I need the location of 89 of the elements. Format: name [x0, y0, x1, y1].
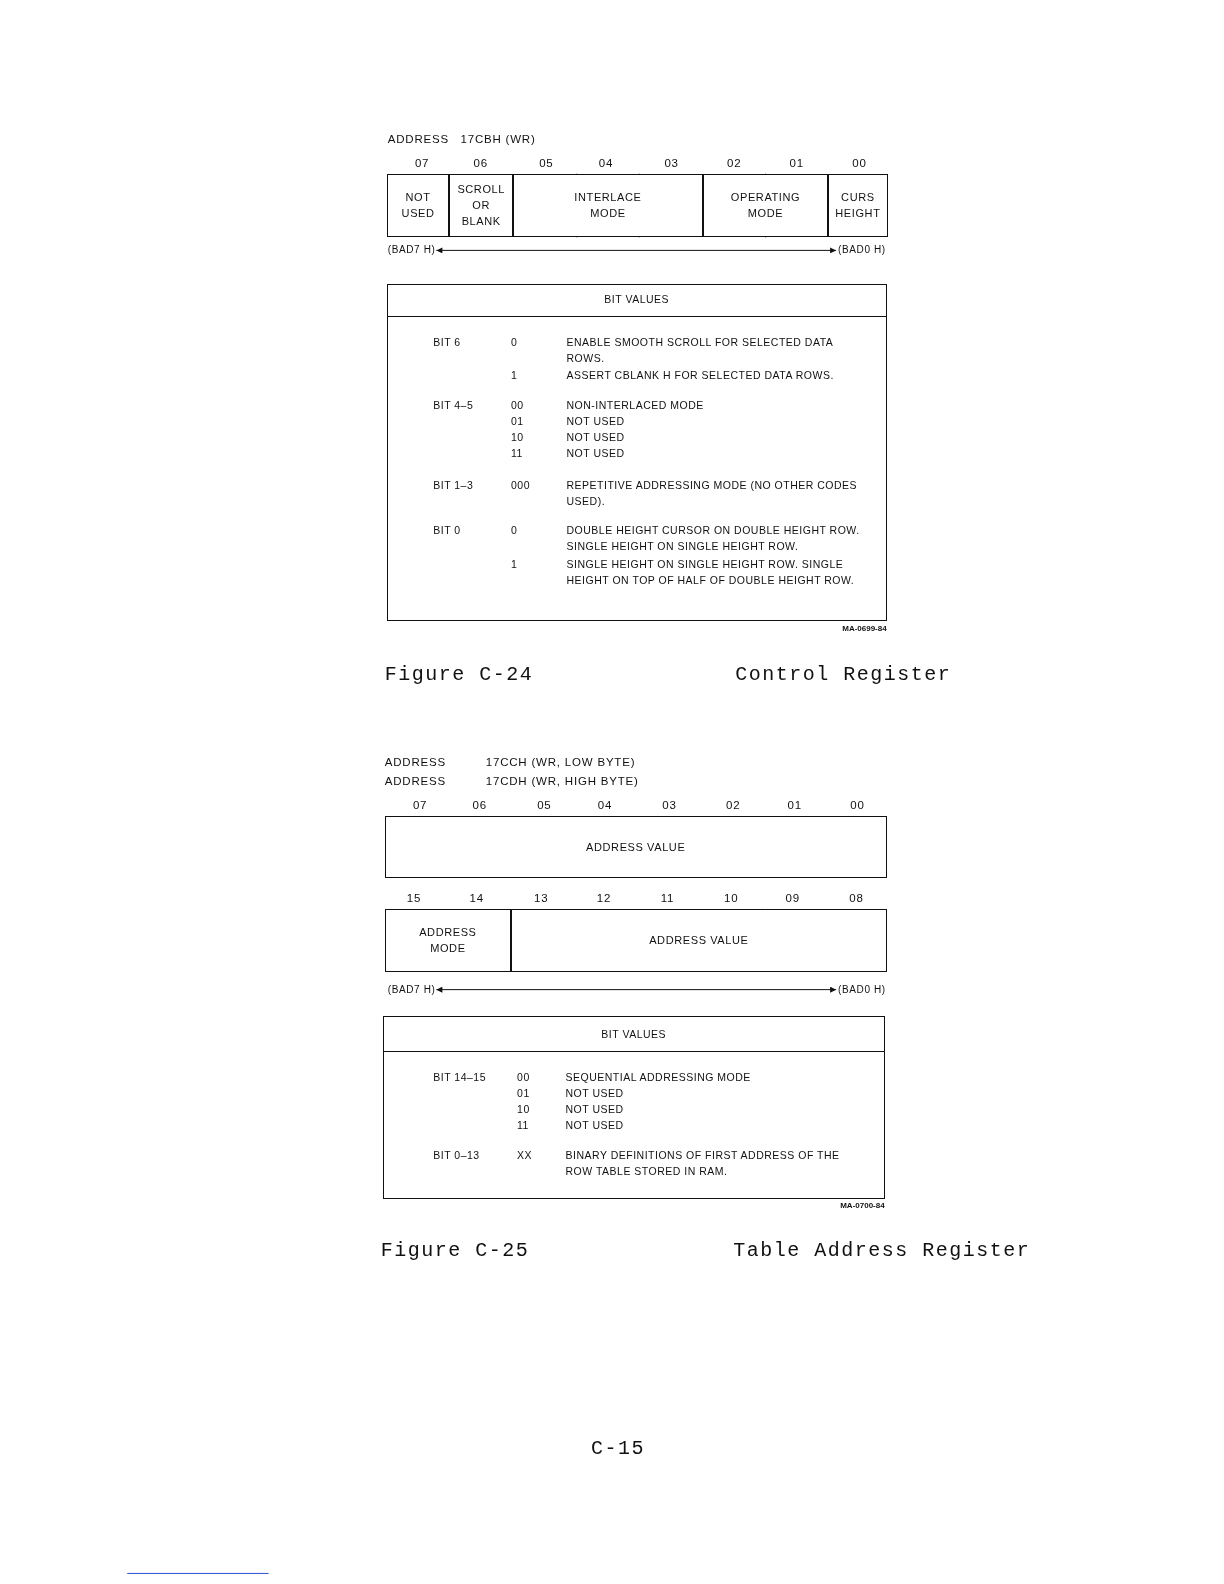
bit-values-table: [382, 1015, 885, 1199]
bit-number: 01: [789, 155, 804, 170]
address-label: (BAD7 H): [387, 982, 436, 997]
table-description: ENABLE SMOOTH SCROLL FOR SELECTED DATA ROWS.: [566, 335, 834, 367]
bit-code: 00: [517, 1069, 530, 1085]
table-description: NOT USED: [566, 414, 626, 430]
register-field: ADDRESS VALUE: [384, 816, 887, 878]
bit-label: BIT 6: [433, 335, 461, 351]
bit-code: 11: [511, 446, 523, 462]
address-label: ADDRESS: [384, 773, 446, 788]
address-value: 17CCH (WR, LOW BYTE): [485, 755, 636, 770]
address-value: 17CDH (WR, HIGH BYTE): [485, 773, 639, 788]
bit-label: BIT 4–5: [433, 397, 474, 413]
bit-number: 02: [727, 155, 742, 170]
bit-number: 01: [787, 797, 802, 812]
table-description: SINGLE HEIGHT ON SINGLE HEIGHT ROW. SINGLE HEIGHT ON TOP OF HALF OF DOUBLE HEIGHT ROW.: [566, 556, 856, 588]
bit-code: 00: [511, 397, 524, 413]
bit-number: 02: [726, 797, 741, 812]
drawing-number: MA-0700-84: [840, 1200, 885, 1211]
register-field: INTERLACE MODE: [513, 173, 703, 238]
table-description: NOT USED: [565, 1085, 625, 1101]
address-label: (BAD0 H): [838, 243, 886, 258]
address-label: ADDRESS: [384, 755, 446, 770]
page-number: C-15: [591, 1437, 646, 1462]
bit-number: 00: [850, 797, 865, 812]
table-description: REPETITIVE ADDRESSING MODE (NO OTHER CODES USED).: [566, 477, 859, 509]
bit-number: 11: [660, 890, 675, 905]
bit-number: 07: [414, 155, 430, 170]
bit-label: BIT 1–3: [433, 477, 474, 493]
drawing-number: MA-0699-84: [842, 624, 887, 635]
table-description: SEQUENTIAL ADDRESSING MODE: [565, 1069, 752, 1085]
bit-number: 04: [597, 797, 613, 812]
register-field: SCROLL OR BLANK: [449, 173, 513, 238]
bit-number: 07: [412, 797, 428, 812]
register-field: NOT USED: [386, 173, 450, 238]
register-field: OPERATING MODE: [702, 173, 829, 238]
bit-number: 09: [785, 890, 800, 905]
bit-number: 10: [723, 890, 739, 905]
table-description: NOT USED: [566, 446, 626, 462]
table-heading: BIT VALUES: [603, 291, 671, 307]
figure-title: Control Register: [735, 662, 952, 687]
bit-number: 05: [537, 797, 552, 812]
bit-values-table: [386, 283, 887, 622]
table-heading: BIT VALUES: [600, 1027, 668, 1043]
bit-code: 10: [511, 430, 524, 446]
register-field: ADDRESS MODE: [384, 908, 511, 972]
register-field: ADDRESS VALUE: [511, 908, 887, 972]
range-arrow: [435, 247, 837, 254]
bit-label: BIT 14–15: [433, 1069, 486, 1085]
bit-code: 01: [511, 414, 524, 430]
figure-number: Figure C-24: [384, 662, 534, 687]
bit-number: 13: [534, 890, 549, 905]
bit-code: 0: [511, 335, 518, 351]
bit-number: 04: [598, 155, 614, 170]
bit-number: 08: [849, 890, 864, 905]
bit-number: 03: [662, 797, 677, 812]
table-description: NOT USED: [565, 1118, 625, 1133]
bit-code: 10: [517, 1101, 530, 1117]
bit-number: 15: [406, 890, 422, 905]
bit-code: 000: [511, 477, 530, 493]
bit-code: XX: [517, 1148, 533, 1164]
bit-number: 03: [664, 155, 679, 170]
bit-code: 1: [511, 367, 518, 383]
bit-number: 06: [472, 797, 487, 812]
table-description: DOUBLE HEIGHT CURSOR ON DOUBLE HEIGHT ROW. SINGLE HEIGHT ON SINGLE HEIGHT ROW.: [566, 523, 861, 555]
figure-number: Figure C-25: [380, 1239, 530, 1264]
bit-number: 00: [852, 155, 867, 170]
bit-number: 14: [469, 890, 484, 905]
address-label: (BAD0 H): [838, 982, 886, 997]
table-description: NOT USED: [566, 430, 626, 446]
bit-number: 05: [539, 155, 554, 170]
address-label: (BAD7 H): [387, 243, 436, 258]
figure-title: Table Address Register: [733, 1239, 1031, 1264]
range-arrow: [435, 986, 837, 993]
bit-code: 0: [511, 523, 518, 539]
bit-label: BIT 0–13: [433, 1148, 480, 1164]
bit-label: BIT 0: [433, 523, 461, 539]
address-label: ADDRESS: [387, 132, 449, 147]
bit-code: 01: [517, 1085, 530, 1101]
table-description: ASSERT CBLANK H FOR SELECTED DATA ROWS.: [566, 367, 835, 383]
bit-code: 1: [511, 556, 518, 572]
register-field: CURS HEIGHT: [828, 173, 888, 238]
bit-number: 06: [473, 155, 488, 170]
bit-code: 11: [517, 1118, 529, 1133]
table-description: BINARY DEFINITIONS OF FIRST ADDRESS OF THE ROW TABLE STORED IN RAM.: [565, 1148, 841, 1180]
address-value: 17CBH (WR): [460, 132, 536, 147]
table-description: NON-INTERLACED MODE: [566, 397, 705, 413]
table-description: NOT USED: [565, 1101, 625, 1117]
bit-number: 12: [596, 890, 612, 905]
